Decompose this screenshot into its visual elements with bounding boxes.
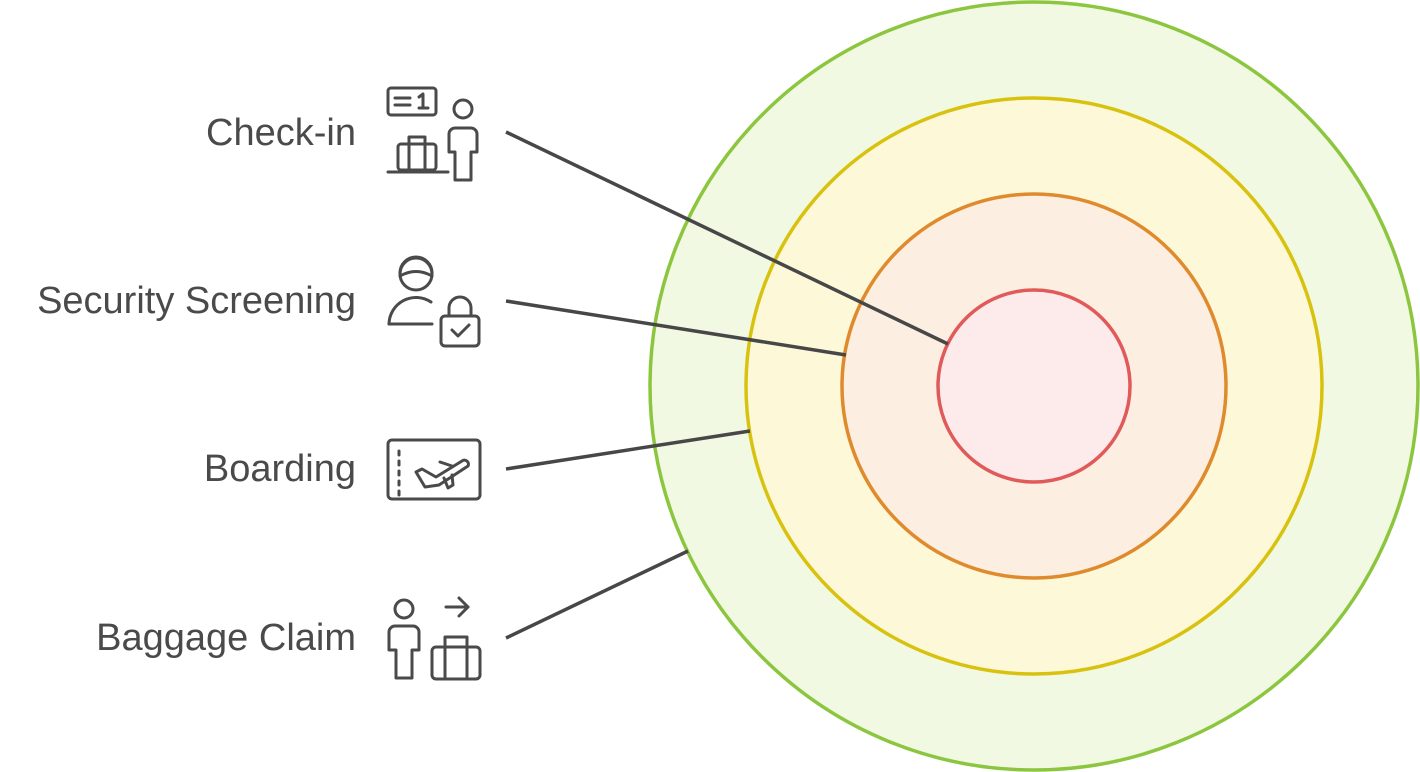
boarding-pass-icon (386, 438, 482, 501)
label-check-in: Check-in (206, 112, 356, 154)
baggage-claim-icon (387, 596, 482, 681)
connector-security-screening (505, 299, 847, 357)
check-in-icon (386, 86, 479, 182)
ring-check-in (936, 288, 1132, 484)
label-baggage-claim: Baggage Claim (96, 617, 356, 659)
label-boarding: Boarding (203, 448, 356, 490)
security-screening-icon (387, 255, 481, 348)
connector-check-in (505, 130, 949, 346)
connector-boarding (505, 429, 751, 471)
label-security-screening: Security Screening (37, 280, 356, 322)
connector-baggage-claim (505, 549, 689, 640)
